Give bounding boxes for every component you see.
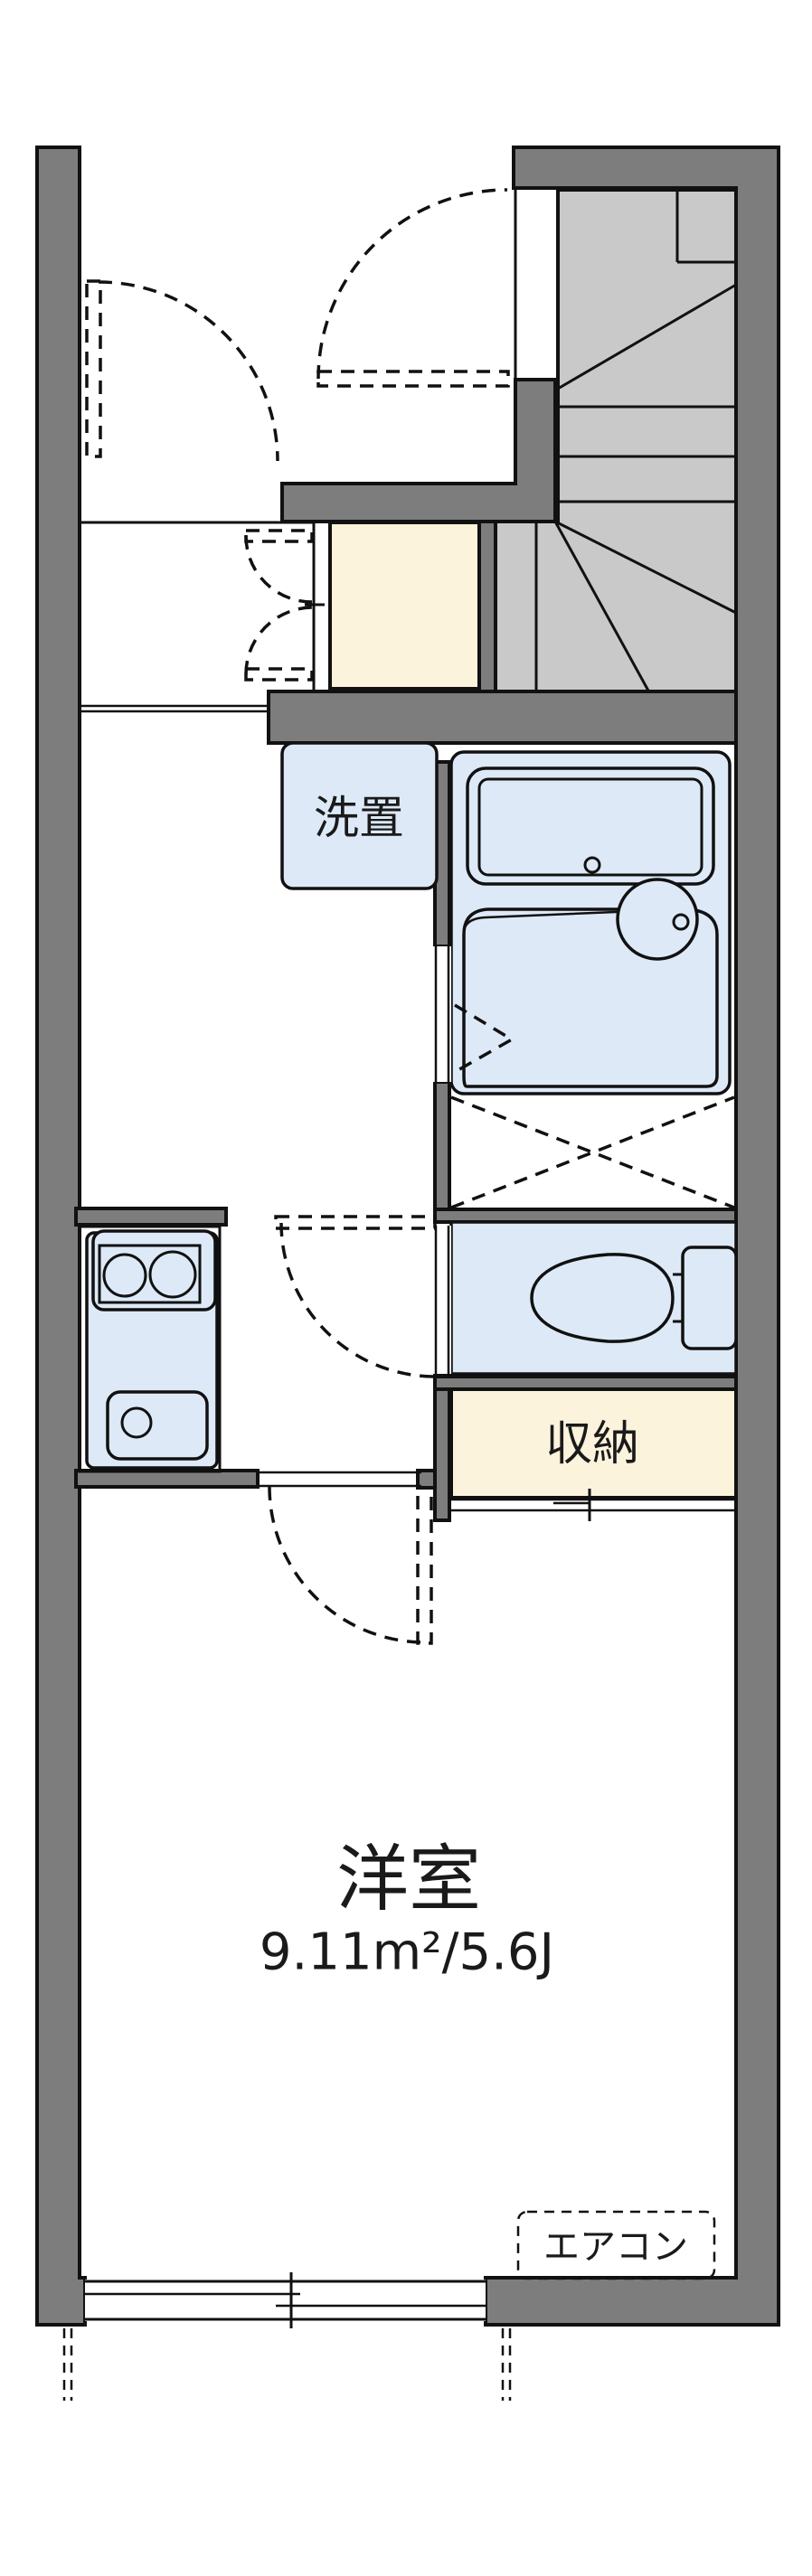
stove-inner xyxy=(98,1244,202,1304)
stove-burner-left xyxy=(102,1253,147,1298)
room-label: 洋室 xyxy=(336,1838,481,1922)
x-diagonal-2 xyxy=(450,1095,735,1209)
bath-wash-floor-inner-line xyxy=(462,909,638,932)
aircon-box xyxy=(516,2210,716,2280)
kitchen-outline xyxy=(78,1225,222,1473)
entrance-door-leaf xyxy=(316,370,510,388)
bathroom xyxy=(433,750,732,1095)
left-outer-wall xyxy=(35,146,87,2327)
entrance-door-swing xyxy=(316,188,508,380)
hall-closet-door-swing xyxy=(98,280,279,462)
toilet-south-wall xyxy=(433,1375,738,1391)
hall-closet-door-leaf xyxy=(85,279,102,458)
storage-label: 収納 xyxy=(545,1417,639,1471)
inner-walls xyxy=(74,378,738,1522)
toilet-room xyxy=(274,1215,738,1378)
stove-burner-right xyxy=(148,1250,197,1299)
bathtub-drain xyxy=(583,856,601,874)
room-door-swing xyxy=(268,1486,426,1644)
storage-closet: 収納 xyxy=(449,1387,738,1521)
storage-floor xyxy=(449,1387,738,1500)
room-area-label: 9.11m²/5.6J xyxy=(260,1923,554,1982)
aircon-label: エアコン xyxy=(543,2226,688,2268)
bath-door-opening xyxy=(433,946,451,1082)
entrance-area xyxy=(80,188,517,713)
sink-faucet xyxy=(120,1406,153,1439)
kitchen-counter xyxy=(78,1225,222,1473)
mid-band-wall xyxy=(267,690,738,745)
site-boundary-dashes xyxy=(62,2328,512,2401)
western-room: 洋室 9.11m²/5.6J エアコン xyxy=(258,1471,716,2280)
x-diagonal-1 xyxy=(450,1095,735,1209)
x-void-area xyxy=(450,1095,735,1209)
toilet-bowl xyxy=(530,1253,675,1343)
wash-basin-faucet xyxy=(672,913,690,931)
stove-unit xyxy=(91,1229,217,1312)
genkan-north-wall xyxy=(280,378,557,523)
toilet-north-wall xyxy=(433,1208,738,1224)
kitchen-north-wall xyxy=(74,1207,228,1227)
bathtub-inner xyxy=(477,777,703,877)
genkan-door-swing-top xyxy=(244,535,313,604)
storage-left-wall xyxy=(433,1372,451,1522)
window-opening xyxy=(85,2280,486,2321)
bath-wall-lower xyxy=(433,1080,451,1224)
genkan-floor xyxy=(328,521,481,691)
stair-winder-a xyxy=(554,520,737,615)
washer-label: 洗置 xyxy=(314,792,404,844)
genkan-door-leaf-bottom xyxy=(244,667,314,682)
room-door-leaf xyxy=(416,1486,433,1645)
genkan-door-leaf-top xyxy=(244,529,314,543)
toilet-door-swing xyxy=(279,1222,436,1378)
kitchen-south-wall xyxy=(74,1469,260,1489)
toilet-door-opening xyxy=(433,1226,451,1374)
wash-basin xyxy=(616,878,699,961)
genkan-double-door xyxy=(244,529,325,682)
south-window xyxy=(85,2272,486,2328)
toilet-door-leaf xyxy=(274,1215,437,1230)
toilet-tank xyxy=(681,1246,738,1350)
stair-winder-b xyxy=(553,521,656,701)
bathtub xyxy=(466,766,715,886)
washing-machine-area: 洗置 xyxy=(280,741,439,890)
genkan-door-swing-bottom xyxy=(244,606,313,675)
genkan-stair-strip-wall xyxy=(477,520,497,702)
washer-box xyxy=(280,741,439,890)
stair-winder-upper xyxy=(557,283,737,390)
